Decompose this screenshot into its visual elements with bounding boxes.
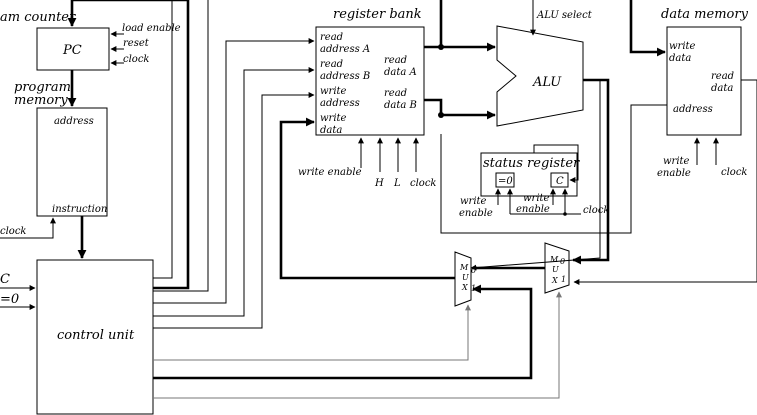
pm-title-1: program xyxy=(14,80,71,95)
dm-read-label: read xyxy=(711,71,734,82)
pc-title: am counter xyxy=(0,10,76,25)
rb-label-read-data-b-1: read xyxy=(384,88,407,99)
rb-l-label: L xyxy=(393,178,401,189)
rb-label-read-data-a-1: read xyxy=(384,55,407,66)
cu-to-pc-bus xyxy=(67,0,190,290)
mux-right-shape xyxy=(544,242,570,294)
mux-left-port-1: 1 xyxy=(471,284,476,293)
sr-carry-enable-label: enable xyxy=(516,204,550,215)
alu-shape xyxy=(496,25,584,127)
pc-load-enable-label: load enable xyxy=(122,23,181,34)
rb-label-read-1: read xyxy=(320,32,343,43)
mux-left-x: X xyxy=(461,283,468,292)
pm-clock-label: clock xyxy=(0,226,26,237)
rb-h-label: H xyxy=(374,178,384,189)
dm-write-label: write xyxy=(669,41,696,52)
rb-label-write-1: write xyxy=(320,86,347,97)
mux-left-port-0: 0 xyxy=(471,266,476,275)
dm-clock-label: clock xyxy=(721,167,747,178)
read-data-b-bus xyxy=(424,98,496,120)
zero-flag-box xyxy=(495,172,515,188)
data-memory-box xyxy=(666,26,742,136)
cu-label: control unit xyxy=(57,328,135,343)
mux-left-u: U xyxy=(462,273,469,282)
rb-title: register bank xyxy=(333,7,422,22)
pc-box xyxy=(36,27,110,71)
dm-write-enable-label-1: write xyxy=(663,156,690,167)
cu-c-label: C xyxy=(0,272,10,287)
alu-result-bus xyxy=(572,78,610,265)
rb-label-read-2: read xyxy=(320,59,343,70)
mux-left-select-wire xyxy=(153,304,471,361)
data-a-junction xyxy=(438,44,444,50)
mux-right-u: U xyxy=(552,265,559,274)
sr-zero-enable-label: enable xyxy=(459,208,493,219)
rb-clock-label: clock xyxy=(410,178,436,189)
pm-address-label: address xyxy=(54,116,94,127)
cu-read-address-a-wire xyxy=(153,38,315,304)
mux-right-port-1: 1 xyxy=(561,275,566,284)
clock-junction-dot xyxy=(563,212,567,216)
cu-output-wire-1 xyxy=(153,0,173,279)
cu-zero-label: =0 xyxy=(0,292,19,307)
rb-label-address: address xyxy=(320,98,360,109)
pc-label: PC xyxy=(62,43,82,58)
pm-instruction-label: instruction xyxy=(52,204,107,215)
carry-flag-box xyxy=(550,172,569,188)
dm-write-data-bus xyxy=(629,0,666,57)
rb-label-data: data xyxy=(320,125,342,136)
carry-in-wire xyxy=(533,144,579,183)
cu-read-address-b-wire xyxy=(153,67,315,317)
mux-right-port-0: 0 xyxy=(560,257,565,266)
rb-label-address-b: address B xyxy=(320,71,370,82)
rb-label-read-data-a-2: data A xyxy=(384,67,417,78)
sr-carry-write-label: write xyxy=(523,193,550,204)
cu-write-address-wire xyxy=(153,92,315,329)
pc-clock-label: clock xyxy=(123,54,149,65)
rb-write-enable-label: write enable xyxy=(298,167,362,178)
dm-write-enable-label-2: enable xyxy=(657,168,691,179)
mux-left-m: M xyxy=(459,263,469,272)
pc-reset-label: reset xyxy=(123,38,150,49)
carry-flag-label: C xyxy=(556,176,564,187)
mux-right-select-wire xyxy=(153,291,562,399)
dm-address-feedback-wire xyxy=(440,104,667,234)
alu-label: ALU xyxy=(532,75,562,90)
dm-title: data memory xyxy=(661,7,749,22)
mux-right-x: X xyxy=(551,276,558,285)
dm-read-data-wire xyxy=(573,79,757,285)
write-data-bus xyxy=(279,117,455,280)
mux-left-shape xyxy=(454,251,472,307)
rb-label-read-data-b-2: data B xyxy=(384,100,417,111)
control-unit-box xyxy=(36,259,154,415)
cu-output-wire-2 xyxy=(153,0,209,292)
alu-select-label: ALU select xyxy=(536,10,593,21)
zero-flag-label: =0 xyxy=(498,176,513,187)
sr-clock-label: clock xyxy=(583,205,609,216)
sr-zero-write-label: write xyxy=(460,196,487,207)
dm-data-label: data xyxy=(669,53,691,64)
dm-address-label: address xyxy=(673,104,713,115)
pm-clock-wire xyxy=(0,217,56,239)
pm-title-2: memory xyxy=(14,93,68,108)
rb-label-address-a: address A xyxy=(320,44,370,55)
rb-label-write-2: write xyxy=(320,113,347,124)
program-memory-box xyxy=(36,107,108,217)
sr-title: status register xyxy=(483,156,580,171)
register-bank-box xyxy=(315,26,425,136)
cu-immediate-bus xyxy=(153,284,533,380)
dm-read-data-label: data xyxy=(711,83,733,94)
mux-right-m: M xyxy=(549,255,559,264)
data-b-junction xyxy=(438,112,444,118)
